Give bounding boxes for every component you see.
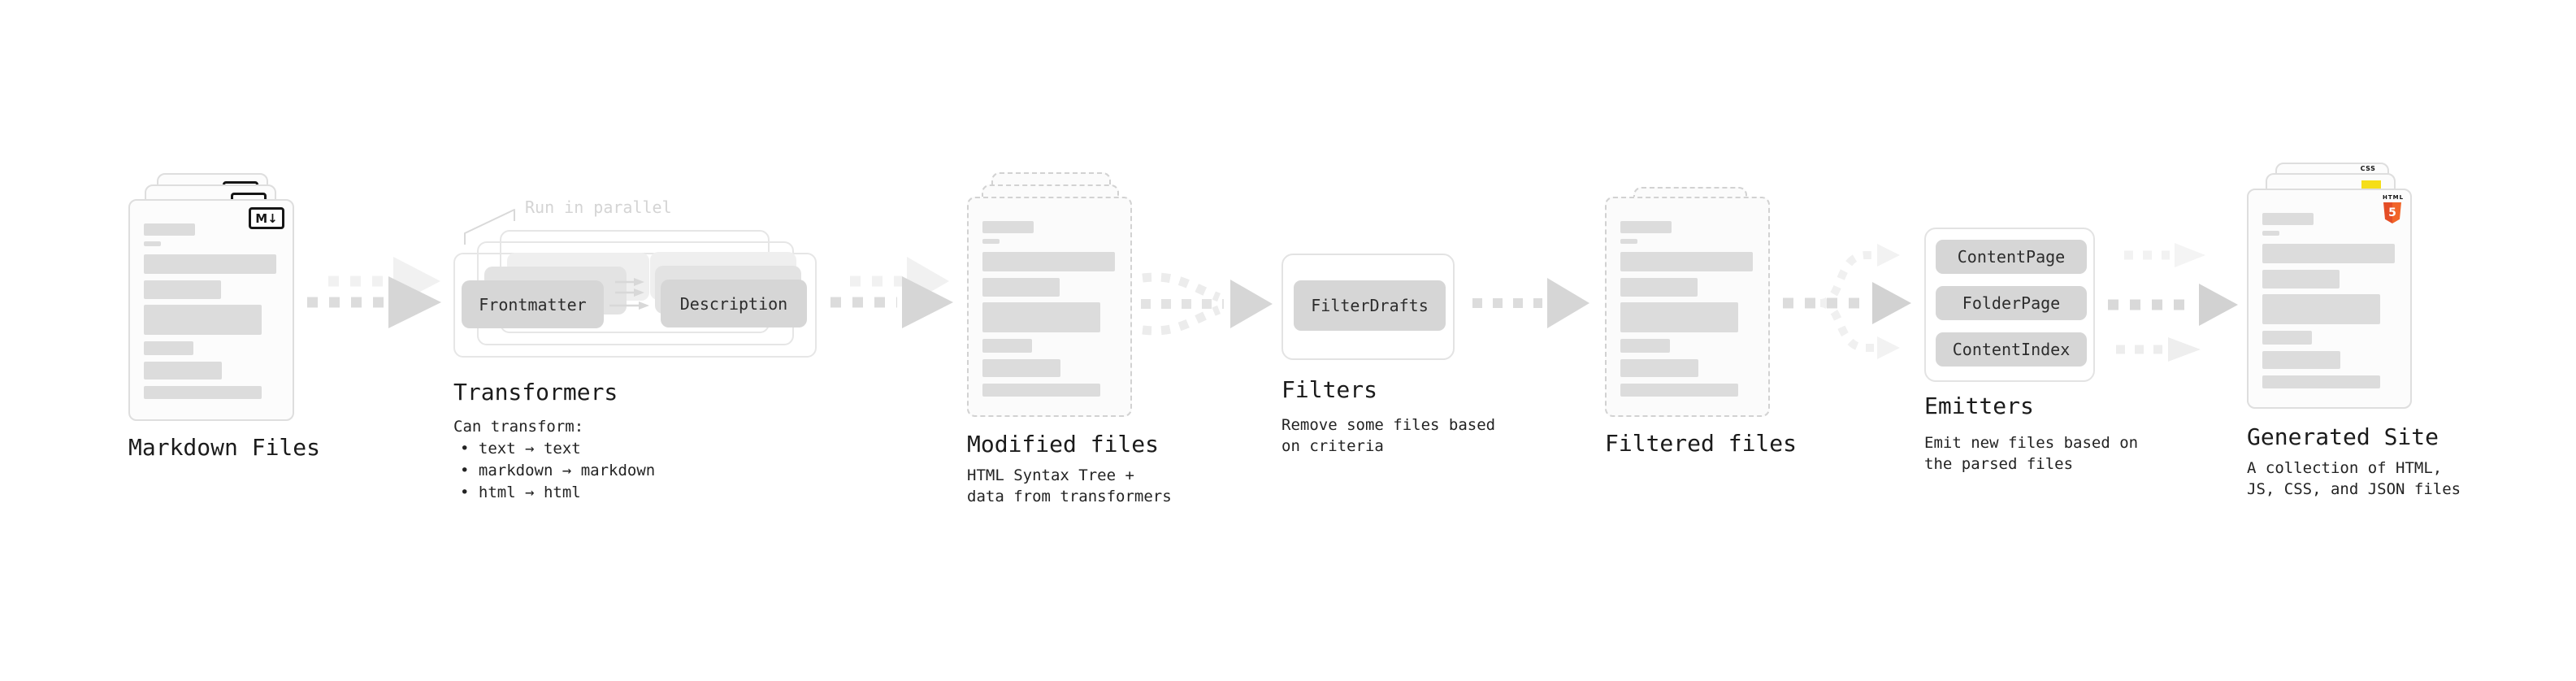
doc-line: [144, 280, 221, 299]
doc-line: [982, 252, 1115, 271]
doc-line: [982, 384, 1100, 397]
modified-files-subtitle: HTML Syntax Tree + data from transformer…: [967, 466, 1172, 505]
markdown-file-card-front: M↓: [128, 199, 294, 421]
js-icon: [2361, 180, 2381, 189]
html5-icon-number: 5: [2388, 206, 2396, 219]
transformers-subtitle: Can transform:: [453, 418, 584, 436]
doc-line: [2262, 375, 2380, 388]
doc-content-lines: [969, 221, 1130, 397]
generated-site-label: Generated Site: [2247, 423, 2439, 450]
arrow-markdown-to-transformers: [307, 257, 441, 328]
markdown-icon: M↓: [249, 207, 284, 229]
doc-line: [2262, 351, 2340, 369]
doc-line: [144, 305, 262, 335]
modified-file-card-front: [967, 197, 1132, 417]
filters-card: FilterDrafts: [1281, 254, 1455, 360]
transformers-bullet-list: • text → text • markdown → markdown • ht…: [460, 438, 655, 504]
doc-line: [144, 254, 276, 274]
doc-line: [1620, 359, 1698, 377]
doc-line: [982, 302, 1100, 332]
doc-content-lines: [1607, 221, 1768, 397]
filters-label: Filters: [1281, 376, 1378, 403]
doc-line: [2262, 213, 2314, 225]
bullet-item: • html → html: [460, 484, 581, 501]
doc-line: [1620, 278, 1698, 297]
doc-line: [2262, 270, 2340, 288]
doc-line: [144, 241, 161, 246]
frontmatter-badge: Frontmatter: [462, 280, 604, 328]
doc-line: [1620, 252, 1753, 271]
run-in-parallel-annotation: Run in parallel: [525, 197, 672, 217]
doc-line: [982, 278, 1060, 297]
doc-line: [982, 359, 1060, 377]
doc-line: [144, 386, 262, 399]
filter-drafts-badge: FilterDrafts: [1294, 280, 1446, 331]
transformers-label: Transformers: [453, 379, 618, 406]
doc-line: [982, 221, 1034, 233]
modified-files-label: Modified files: [967, 431, 1160, 458]
html5-icon-shield: 5: [2383, 202, 2401, 223]
doc-line: [144, 223, 195, 236]
css-icon-text: CSS: [2360, 165, 2376, 172]
doc-line: [1620, 302, 1738, 332]
folder-page-badge: FolderPage: [1936, 286, 2087, 320]
bullet-item: • markdown → markdown: [460, 462, 656, 479]
arrow-filtered-to-emitters: [1783, 244, 1911, 359]
bullet-item: • text → text: [460, 440, 581, 458]
doc-line: [1620, 339, 1670, 353]
emitters-card: ContentPage FolderPage ContentIndex: [1924, 228, 2095, 382]
arrow-modified-to-filters: [1141, 272, 1273, 336]
html5-icon-text: HTML: [2383, 194, 2405, 201]
doc-line: [1620, 239, 1637, 244]
emitters-label: Emitters: [1924, 393, 2034, 419]
doc-line: [1620, 384, 1738, 397]
doc-line: [2262, 294, 2380, 324]
doc-line: [2262, 231, 2279, 236]
doc-content-lines: [130, 223, 293, 399]
doc-line: [982, 239, 1000, 244]
html5-icon: HTML 5: [2383, 194, 2405, 223]
filtered-files-label: Filtered files: [1605, 430, 1798, 457]
filters-subtitle: Remove some files based on criteria: [1281, 416, 1496, 455]
arrow-emitters-to-generated: [2108, 243, 2238, 362]
doc-line: [982, 339, 1032, 353]
generated-site-subtitle: A collection of HTML, JS, CSS, and JSON …: [2247, 459, 2461, 498]
filtered-file-card-front: [1605, 197, 1770, 417]
markdown-files-label: Markdown Files: [128, 434, 321, 461]
doc-line: [2262, 331, 2312, 345]
generated-file-card-front: HTML 5: [2247, 189, 2412, 409]
doc-line: [144, 362, 222, 380]
arrow-filters-to-filtered: [1472, 278, 1589, 328]
arrow-transformers-to-modified: [830, 257, 953, 328]
content-page-badge: ContentPage: [1936, 240, 2087, 274]
doc-content-lines: [2249, 213, 2410, 388]
content-index-badge: ContentIndex: [1936, 332, 2087, 367]
doc-line: [2262, 244, 2395, 263]
doc-line: [144, 341, 193, 355]
doc-line: [1620, 221, 1672, 233]
emitters-subtitle: Emit new files based on the parsed files: [1924, 434, 2139, 473]
description-badge: Description: [661, 280, 807, 327]
